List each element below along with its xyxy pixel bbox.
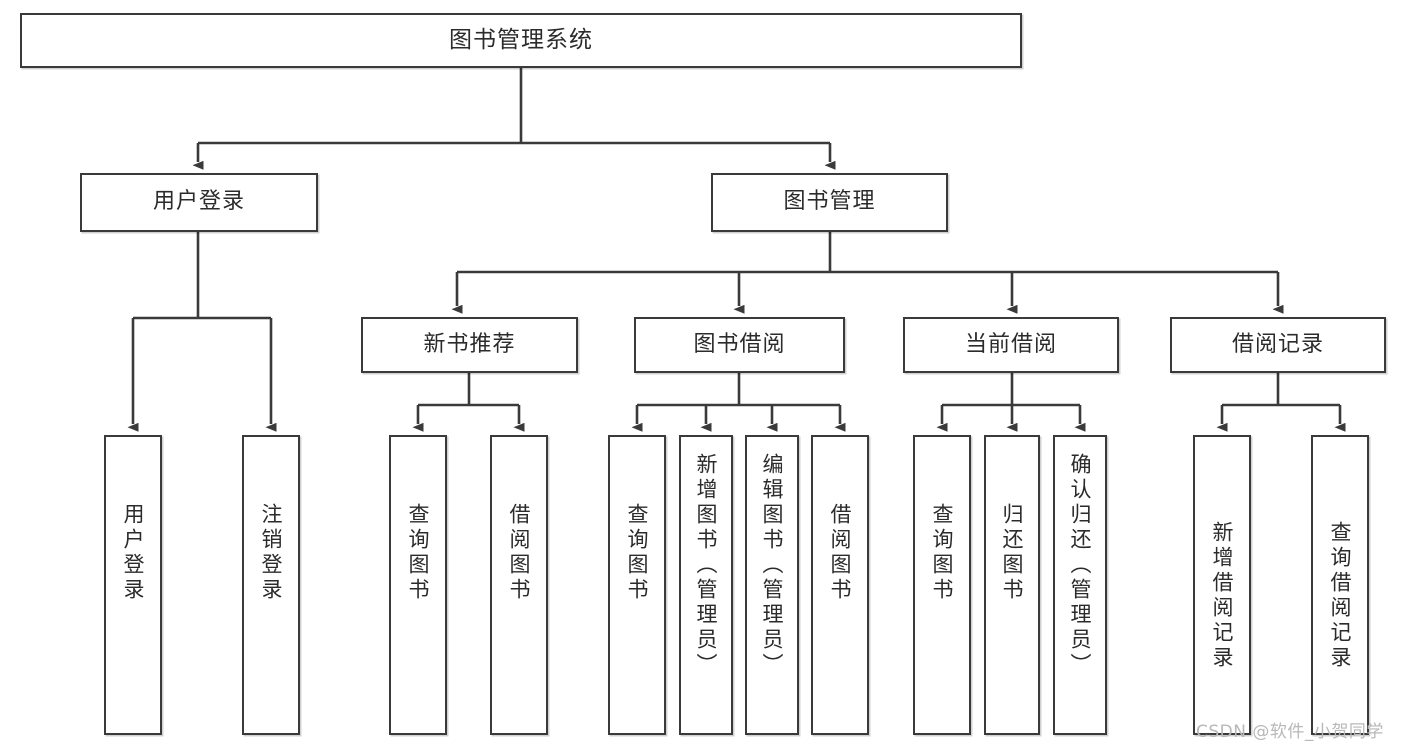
node-leaf-query-book-2-label: 查询图书 — [625, 503, 650, 603]
node-leaf-confirm-return[interactable]: 确认归还（管理员） — [1053, 435, 1107, 735]
node-root[interactable]: 图书管理系统 — [20, 13, 1022, 68]
node-leaf-return-book[interactable]: 归还图书 — [984, 435, 1040, 735]
node-leaf-borrow-book-1-label: 借阅图书 — [507, 503, 532, 603]
node-book-borrow[interactable]: 图书借阅 — [634, 317, 845, 373]
node-leaf-confirm-return-label: 确认归还（管理员） — [1068, 453, 1093, 678]
node-leaf-return-book-label: 归还图书 — [1000, 503, 1025, 603]
node-user-login-label: 用户登录 — [152, 189, 245, 215]
node-book-borrow-label: 图书借阅 — [693, 331, 786, 357]
node-borrow-record-label: 借阅记录 — [1231, 331, 1324, 357]
node-leaf-borrow-book-2[interactable]: 借阅图书 — [811, 435, 869, 735]
node-leaf-add-record-label: 新增借阅记录 — [1210, 521, 1235, 671]
node-leaf-add-book[interactable]: 新增图书（管理员） — [679, 435, 733, 735]
node-user-login[interactable]: 用户登录 — [80, 173, 318, 232]
node-leaf-query-book-3[interactable]: 查询图书 — [913, 435, 971, 735]
node-leaf-borrow-book-1[interactable]: 借阅图书 — [490, 435, 548, 735]
node-current-borrow[interactable]: 当前借阅 — [903, 317, 1119, 373]
node-leaf-edit-book[interactable]: 编辑图书（管理员） — [745, 435, 799, 735]
node-leaf-user-logout-label: 注销登录 — [259, 503, 284, 603]
node-borrow-record[interactable]: 借阅记录 — [1170, 317, 1386, 373]
node-leaf-user-login[interactable]: 用户登录 — [104, 435, 162, 735]
node-leaf-query-book-1-label: 查询图书 — [406, 503, 431, 603]
node-leaf-add-record[interactable]: 新增借阅记录 — [1193, 435, 1251, 735]
node-current-borrow-label: 当前借阅 — [964, 331, 1057, 357]
node-leaf-user-login-label: 用户登录 — [121, 503, 146, 603]
node-leaf-borrow-book-2-label: 借阅图书 — [828, 503, 853, 603]
node-leaf-query-book-3-label: 查询图书 — [930, 503, 955, 603]
node-leaf-query-record[interactable]: 查询借阅记录 — [1311, 435, 1369, 735]
node-leaf-add-book-label: 新增图书（管理员） — [694, 453, 719, 678]
node-root-label: 图书管理系统 — [449, 26, 593, 53]
node-leaf-query-book-2[interactable]: 查询图书 — [608, 435, 666, 735]
node-leaf-query-record-label: 查询借阅记录 — [1328, 521, 1353, 671]
node-leaf-edit-book-label: 编辑图书（管理员） — [760, 453, 785, 678]
node-new-book-recommend[interactable]: 新书推荐 — [361, 317, 578, 373]
node-book-manage[interactable]: 图书管理 — [711, 173, 948, 232]
node-new-book-recommend-label: 新书推荐 — [423, 331, 516, 357]
node-leaf-query-book-1[interactable]: 查询图书 — [389, 435, 447, 735]
csdn-watermark: CSDN @软件_小贺同学 — [1196, 722, 1384, 742]
node-book-manage-label: 图书管理 — [783, 189, 876, 215]
node-leaf-user-logout[interactable]: 注销登录 — [242, 435, 300, 735]
